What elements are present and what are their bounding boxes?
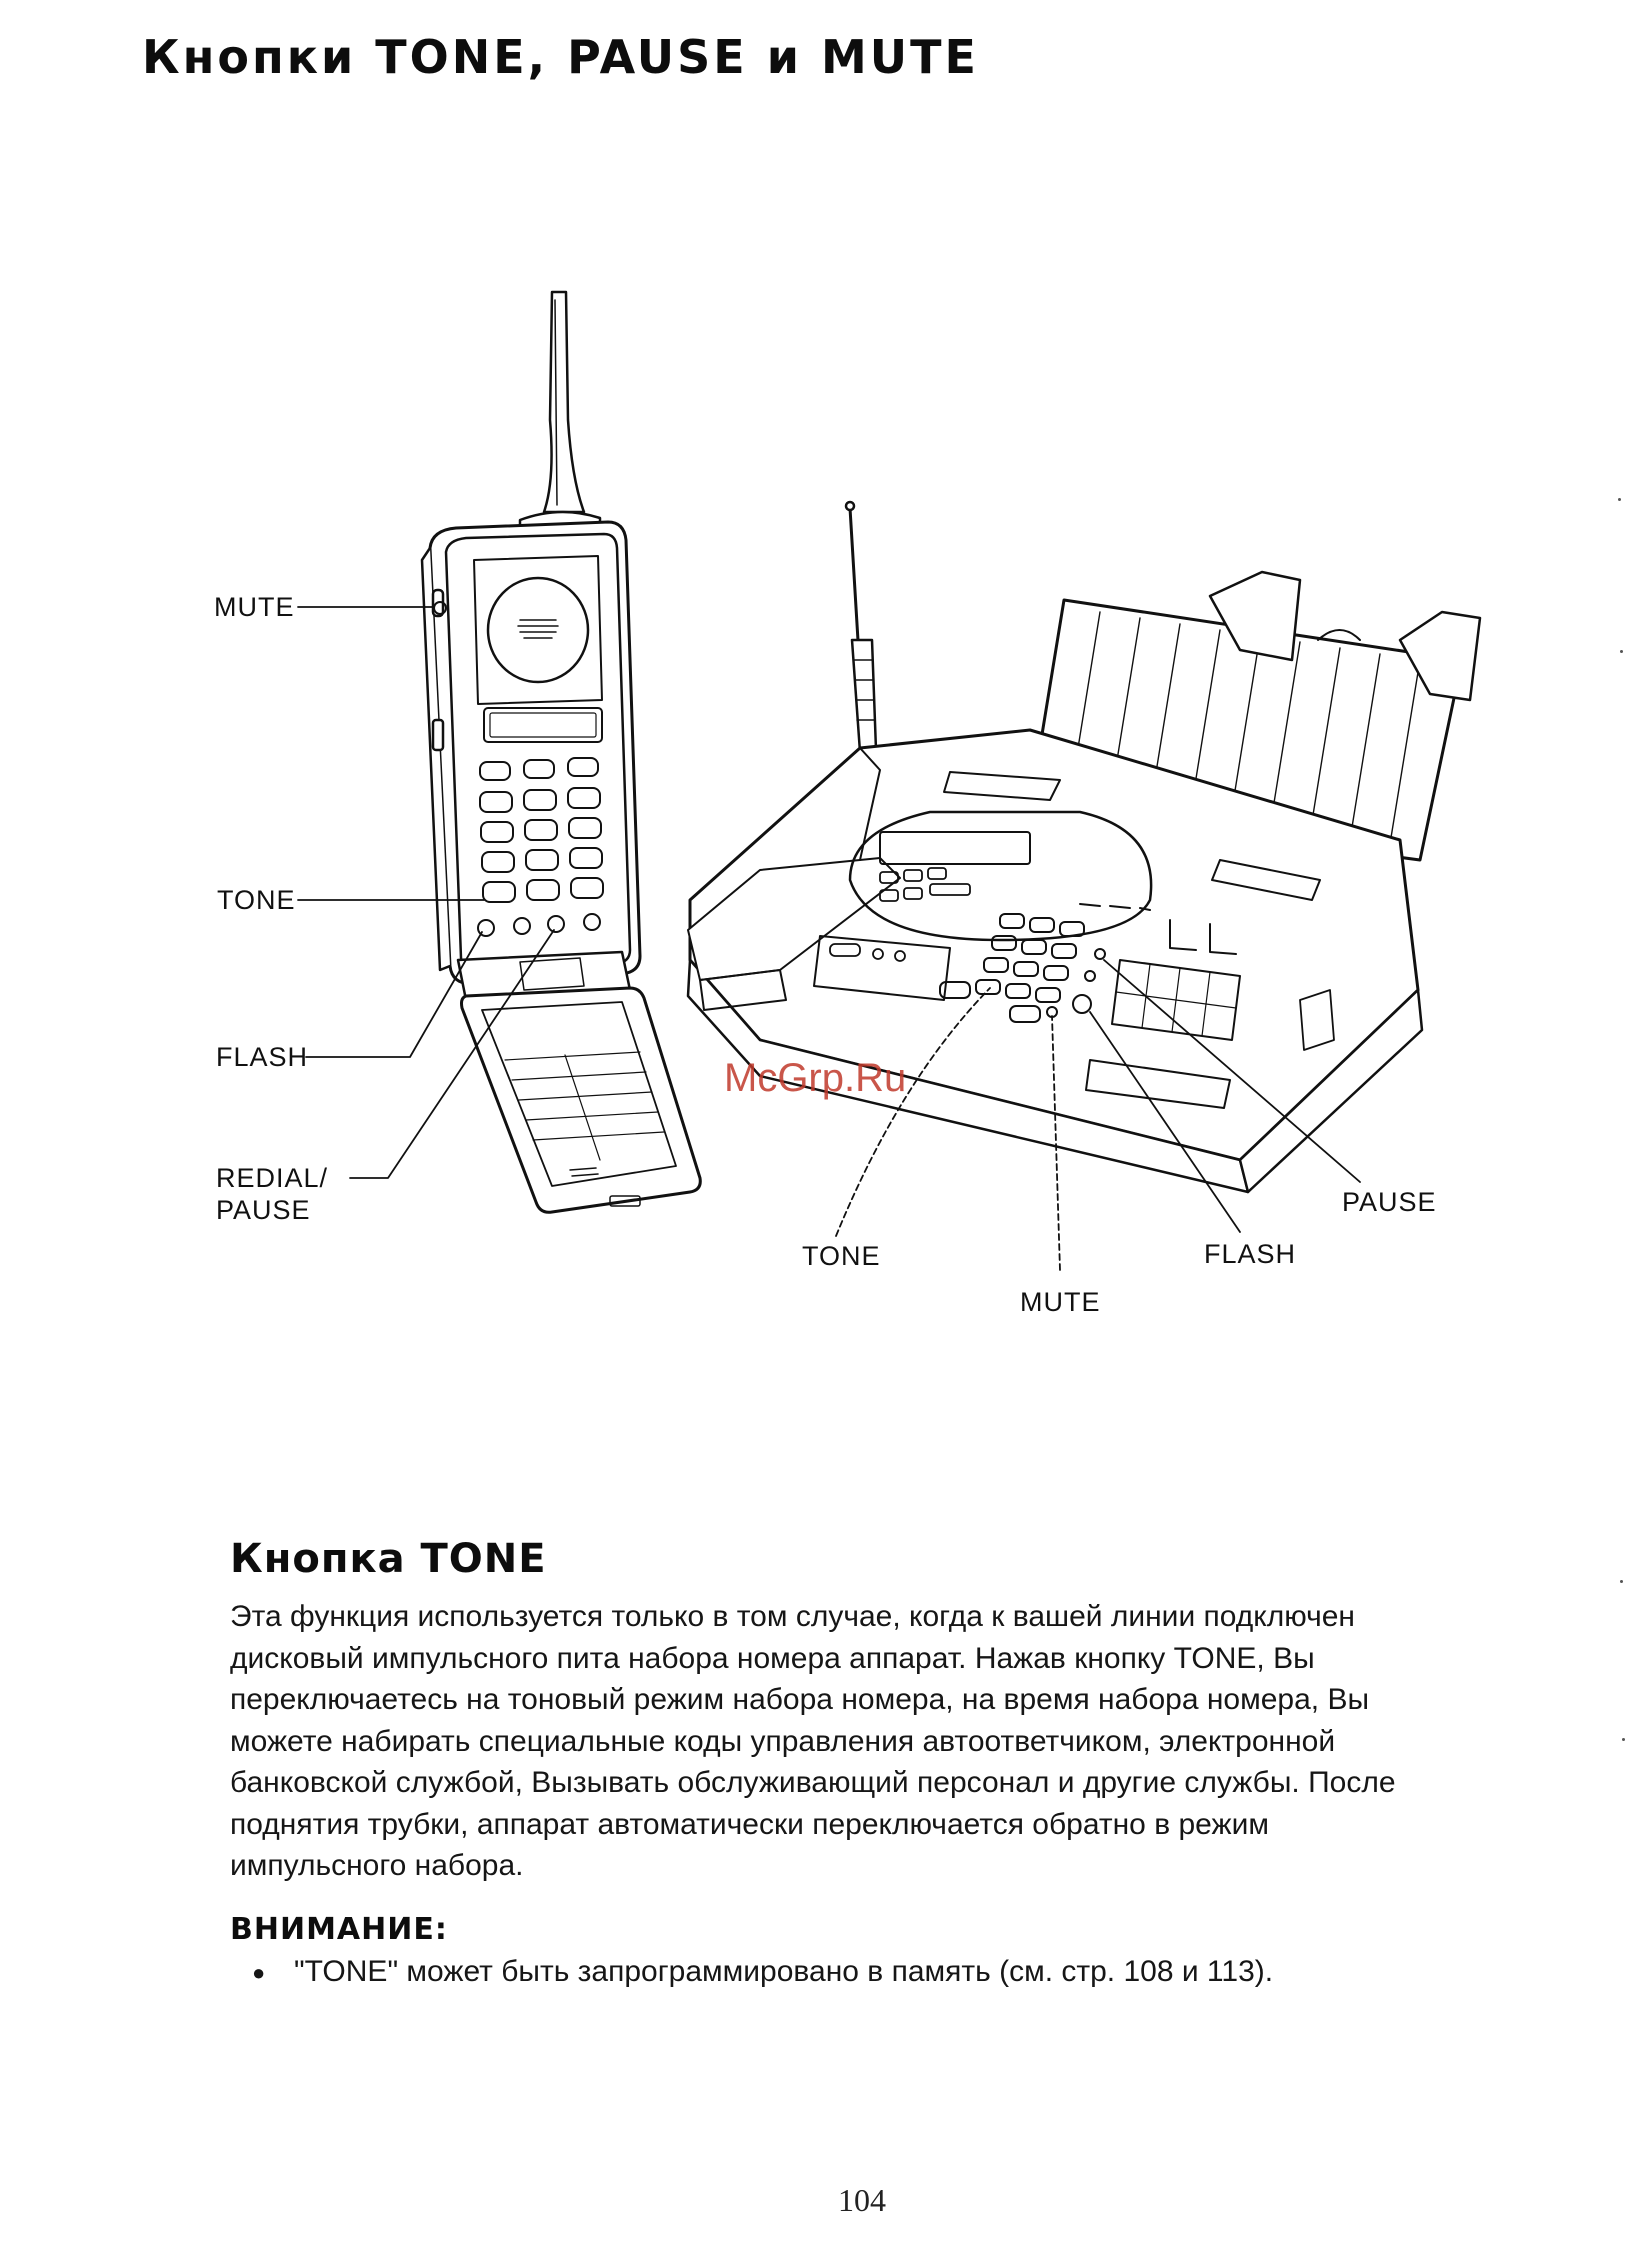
handset-display (483, 707, 603, 743)
handset-flash-button (477, 919, 495, 937)
telephone-fax-illustration (297, 290, 1482, 1271)
body-line: банковской службой, Вызывать обслуживающ… (230, 1766, 1396, 1799)
note-list-item: ● "TONE" может быть запрограммировано в п… (252, 1955, 1273, 1989)
page-title: Кнопки TONE, PAUSE и MUTE (142, 30, 979, 84)
label-base-mute: MUTE (1020, 1287, 1101, 1317)
handset-flip-cover (460, 986, 702, 1214)
callout-lines (297, 606, 1361, 1271)
scan-speck (1620, 650, 1623, 653)
label-handset-flash: FLASH (216, 1042, 309, 1072)
label-handset-pause: PAUSE (216, 1195, 311, 1225)
note-heading: ВНИМАНИЕ: (230, 1912, 448, 1947)
label-base-flash: FLASH (1204, 1239, 1297, 1269)
fax-lcd-display (879, 831, 1031, 865)
label-base-tone: TONE (802, 1241, 881, 1271)
body-line: импульсного набора. (230, 1849, 524, 1882)
fax-keypad (939, 913, 1085, 1023)
fax-flash-button (1072, 994, 1092, 1014)
body-line: дисковый импульсного пита набора номера … (230, 1641, 1315, 1675)
earpiece-speaker-icon (486, 576, 590, 684)
handset-body (428, 520, 642, 986)
watermark: McGrp.Ru (724, 1056, 907, 1100)
label-handset-mute: MUTE (214, 592, 295, 622)
bullet-icon: ● (252, 1960, 266, 1986)
cordless-handset-drawing (420, 290, 702, 1214)
body-line: переключаетесь на тоновый режим набора н… (230, 1683, 1370, 1716)
section-body: Эта функция используется только в том сл… (230, 1596, 1550, 1887)
handset-antenna (542, 290, 586, 514)
handset-redial-pause-button (547, 915, 565, 933)
page-number: 104 (838, 2182, 886, 2218)
handset-keypad (479, 757, 604, 903)
scan-speck (1618, 498, 1621, 501)
body-line: Эта функция используется только в том сл… (230, 1600, 1355, 1633)
scan-speck (1622, 1738, 1625, 1741)
label-handset-redial: REDIAL/ (216, 1163, 329, 1193)
body-line: можете набирать специальные коды управле… (230, 1724, 1336, 1758)
scan-speck (1620, 1580, 1623, 1583)
section-heading: Кнопка TONE (230, 1536, 547, 1582)
body-line: поднятия трубки, аппарат автоматически п… (230, 1807, 1269, 1841)
label-handset-tone: TONE (217, 885, 296, 915)
fax-base-drawing (686, 500, 1482, 1194)
note-text: "TONE" может быть запрограммировано в па… (294, 1955, 1274, 1988)
label-base-pause: PAUSE (1342, 1187, 1437, 1217)
